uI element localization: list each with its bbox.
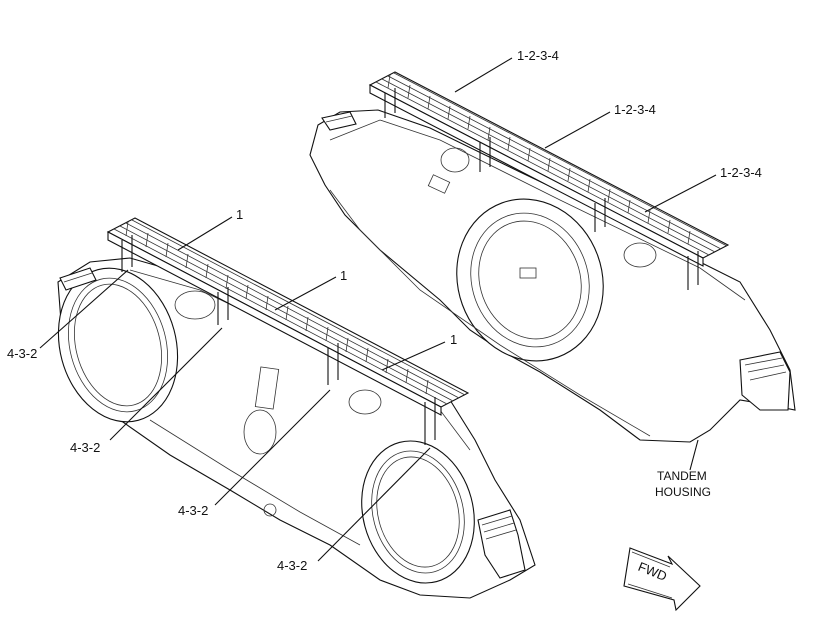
front-walkway-grating	[106, 217, 470, 445]
tandem-housing-label-line2: HOUSING	[655, 485, 711, 499]
rear-walkway-grating	[368, 71, 730, 290]
tandem-housing-label-line1: TANDEM	[657, 469, 707, 483]
callout-support-2: 4-3-2	[70, 440, 100, 455]
callout-front-grating-3: 1	[450, 332, 457, 347]
forward-direction-arrow: FWD	[623, 547, 701, 612]
rear-tandem-housing	[309, 109, 796, 443]
callout-rear-grating-1: 1-2-3-4	[517, 48, 559, 63]
callout-support-1: 4-3-2	[7, 346, 37, 361]
callout-support-3: 4-3-2	[178, 503, 208, 518]
leader-lines	[39, 57, 717, 562]
callout-rear-grating-3: 1-2-3-4	[720, 165, 762, 180]
callout-rear-grating-2: 1-2-3-4	[614, 102, 656, 117]
callout-support-4: 4-3-2	[277, 558, 307, 573]
callout-front-grating-1: 1	[236, 207, 243, 222]
callout-front-grating-2: 1	[340, 268, 347, 283]
front-tandem-housing	[57, 257, 536, 599]
